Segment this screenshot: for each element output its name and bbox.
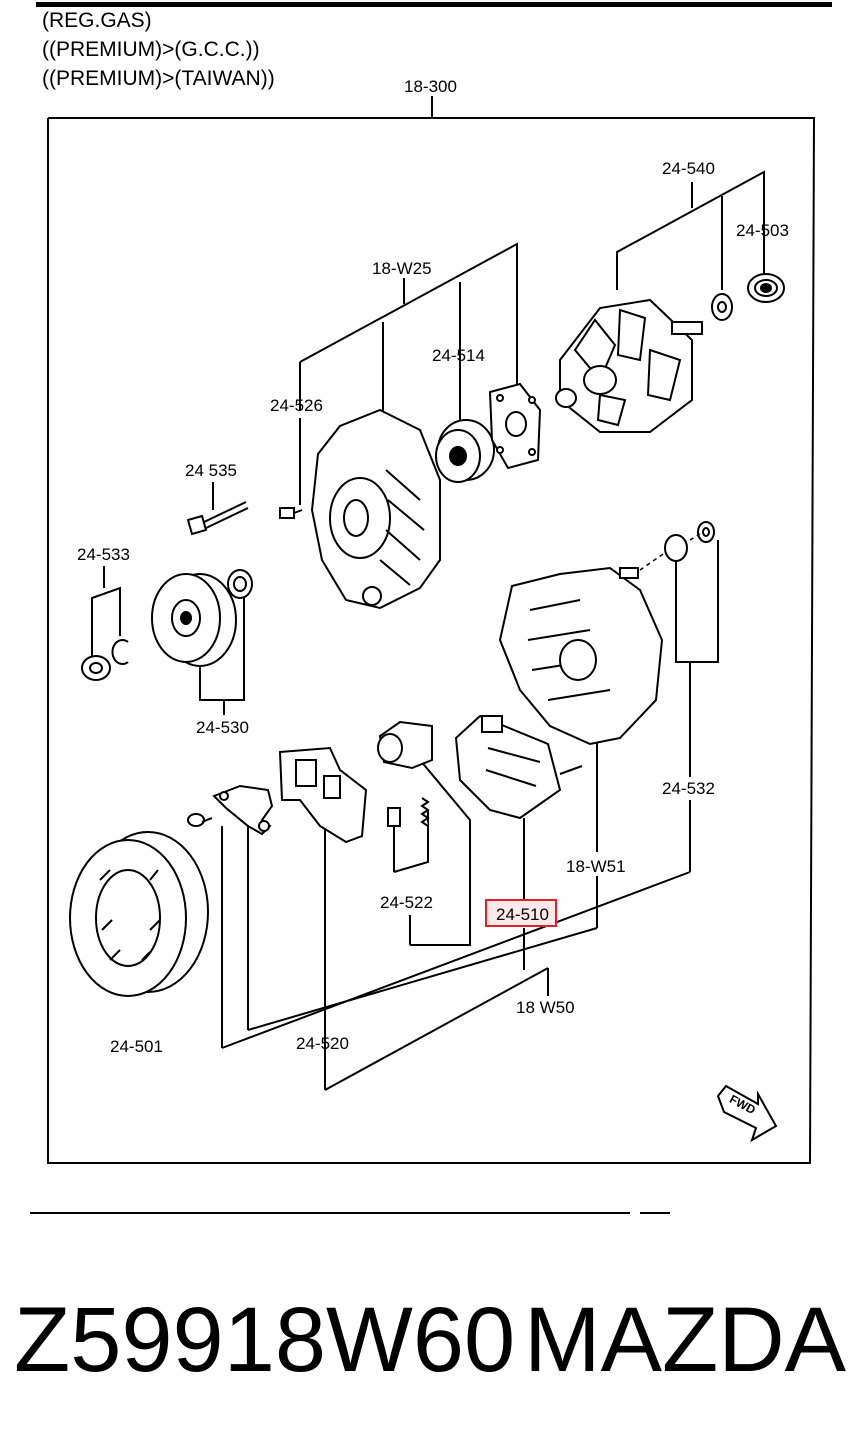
label-18-300: 18-300 [404, 77, 457, 96]
label-24-540: 24-540 [662, 159, 715, 178]
header-line-3: ((PREMIUM)>(TAIWAN)) [42, 67, 275, 90]
diagram-frame [47, 117, 816, 1164]
header-line-1: (REG.GAS) [42, 9, 152, 32]
label-24-522: 24-522 [380, 893, 433, 912]
footer-divider [30, 1212, 630, 1214]
footer-divider-dash [640, 1212, 670, 1214]
part-bolt-24-535 [186, 501, 249, 536]
label-18-W50: 18 W50 [516, 998, 575, 1017]
part-24-503 [747, 273, 785, 303]
part-bearing-24-514 [435, 419, 495, 483]
part-washer-24-540 [711, 293, 733, 321]
part-nut-24-533 [81, 639, 129, 681]
part-screw [187, 813, 213, 827]
label-24-530: 24-530 [196, 718, 249, 737]
part-front-housing [310, 408, 441, 610]
part-stator-24-501 [69, 831, 209, 997]
part-terminal-bracket [212, 784, 274, 836]
part-number: Z59918W60 [14, 1289, 516, 1391]
highlight-box-24-510 [485, 899, 557, 927]
part-rotor [555, 298, 703, 433]
part-pulley-24-530 [151, 569, 253, 667]
part-screw-24-526 [279, 507, 303, 519]
brand-name: MAZDA [524, 1289, 846, 1391]
label-24-532: 24-532 [662, 779, 715, 798]
top-border [36, 2, 832, 7]
label-24-501: 24-501 [110, 1037, 163, 1056]
part-rectifier-24-510 [454, 714, 583, 820]
part-nut-24-532 [664, 521, 715, 562]
part-rear-housing [498, 566, 664, 746]
label-24-510: 24-510 [496, 905, 549, 924]
fwd-arrow-icon [716, 1084, 778, 1143]
label-18-W25: 18-W25 [372, 259, 432, 278]
part-brush-springs-24-522 [387, 797, 430, 827]
label-24-514: 24-514 [432, 346, 485, 365]
label-24-526: 24-526 [270, 396, 323, 415]
label-18-W51: 18-W51 [566, 857, 626, 876]
label-24-520: 24-520 [296, 1034, 349, 1053]
part-retainer-plate [488, 382, 542, 470]
label-24-535: 24 535 [185, 461, 237, 480]
label-24-503: 24-503 [736, 221, 789, 240]
header-line-2: ((PREMIUM)>(G.C.C.)) [42, 38, 260, 61]
part-brush-holder [377, 720, 433, 770]
label-24-533: 24-533 [77, 545, 130, 564]
part-regulator-24-520 [278, 746, 368, 844]
